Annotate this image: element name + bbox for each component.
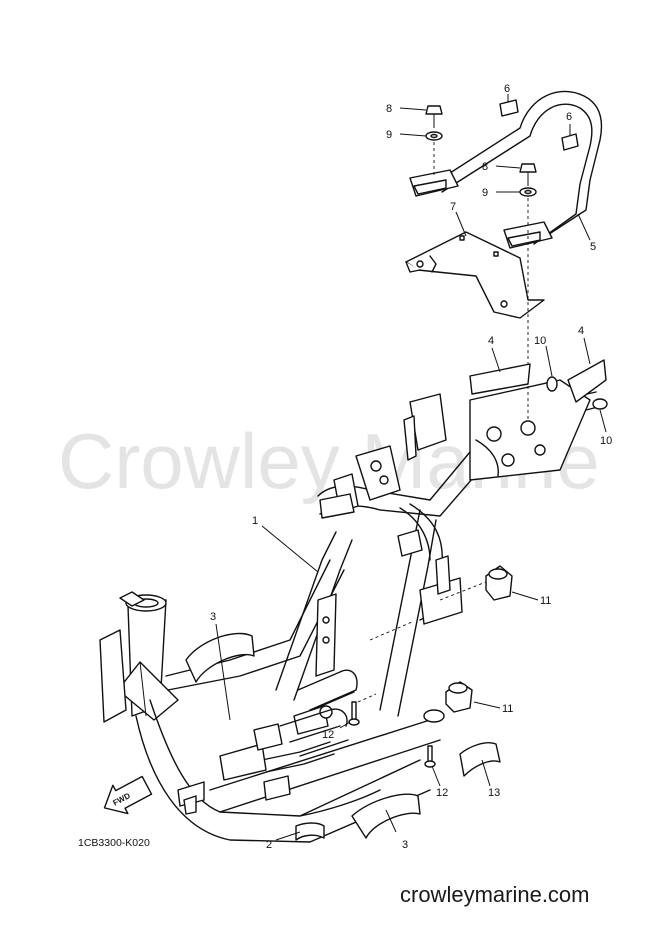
callout-11-lower: 11 [502, 703, 513, 715]
bolt-upper-left [425, 105, 443, 128]
grab-bar-label-right [561, 133, 579, 151]
callout-11-upper: 11 [540, 595, 551, 607]
callout-13: 13 [488, 787, 500, 799]
leader-lines [215, 94, 607, 841]
callout-8-upper: 8 [386, 103, 392, 115]
main-frame [99, 379, 603, 843]
washer-upper-right [519, 187, 537, 197]
callout-12-lower: 12 [436, 787, 448, 799]
callout-3-lower: 3 [402, 839, 408, 851]
diagram-code: 1CB3300-K020 [78, 837, 150, 849]
pad-4-right [567, 359, 607, 403]
fwd-arrow-icon: FWD [103, 775, 153, 815]
callout-2: 2 [266, 839, 272, 851]
washer-upper-left [425, 131, 443, 141]
grab-bar-label-left [499, 99, 519, 117]
callout-10-lower: 10 [600, 435, 612, 447]
grommet-11-lower [445, 681, 473, 713]
callout-6-left: 6 [504, 83, 510, 95]
callout-8-lower: 8 [482, 161, 488, 173]
callout-3-upper: 3 [210, 611, 216, 623]
grommet-11-upper [485, 565, 513, 601]
website-text: crowleymarine.com [400, 882, 590, 907]
callout-9-lower: 9 [482, 187, 488, 199]
callout-7: 7 [450, 201, 456, 213]
protector-13 [459, 742, 501, 777]
callout-5: 5 [590, 241, 596, 253]
callout-12-mid: 12 [322, 729, 334, 741]
screw-12-lower [424, 745, 436, 768]
pad-4-left [469, 363, 531, 395]
callout-6-right: 6 [566, 111, 572, 123]
grab-bar [409, 90, 603, 249]
screw-12-mid [348, 701, 360, 726]
bolt-upper-right [519, 163, 537, 186]
protector-2 [295, 822, 325, 841]
callout-10-upper: 10 [534, 335, 546, 347]
callout-1: 1 [252, 515, 258, 527]
protector-3-lower [351, 793, 421, 839]
protector-3-upper [185, 632, 255, 683]
grommet-10-lower [592, 398, 608, 410]
rear-bracket [405, 231, 545, 319]
callout-9-upper: 9 [386, 129, 392, 141]
grommet-10-upper [546, 376, 558, 392]
callout-4-right: 4 [578, 325, 584, 337]
callout-4-left: 4 [488, 335, 494, 347]
